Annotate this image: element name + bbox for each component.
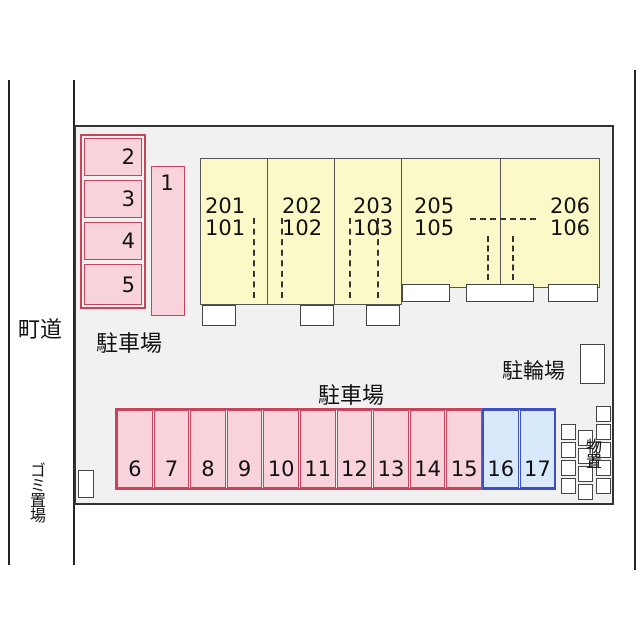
storage-unit [561,478,576,494]
storage-unit [561,424,576,440]
unit-number-upper: 203 [353,194,394,218]
parking-space: 17 [519,410,556,488]
parking-space: 13 [373,410,409,488]
interior-partition [377,218,379,298]
interior-partition [512,236,514,280]
parking-space: 15 [446,410,482,488]
storage-unit [578,466,593,482]
unit-number-upper: 206 [549,194,591,218]
parking-space: 12 [336,410,373,488]
bicycle-parking-label: 駐輪場 [502,359,565,383]
parking-space-1: 1 [151,166,185,316]
storage-label: 物置 [583,438,602,468]
parking-space-1-label: 1 [160,171,174,195]
storage-unit [596,460,611,476]
parking-space: 10 [263,410,299,488]
interior-partition [253,218,255,298]
road-edge-left [8,80,10,565]
parking-space: 2 [84,138,142,176]
storage-unit [596,442,611,458]
parking-space: 14 [409,410,446,488]
parking-space: 3 [84,180,142,218]
garbage-area [78,470,94,498]
balcony [202,305,236,326]
parking-space: 8 [190,410,226,488]
interior-partition [487,236,489,280]
parking-label-lower: 駐車場 [318,384,385,409]
building-unit: 202 102 [267,158,335,305]
storage-unit [578,448,593,464]
interior-partition [349,218,351,298]
balcony [402,284,450,302]
parking-space: 7 [153,410,190,488]
storage-unit [578,484,593,500]
balcony [366,305,400,326]
storage-unit [578,430,593,446]
parking-space: 4 [84,222,142,260]
building-unit: 203 103 [334,158,402,305]
storage-unit [561,460,576,476]
unit-number-lower: 105 [414,216,455,240]
parking-space: 11 [300,410,336,488]
unit-number-upper: 201 [205,194,246,218]
garbage-label: ゴミ置場 [27,462,46,522]
parking-space: 6 [117,410,153,488]
storage-unit [596,478,611,494]
storage-unit [596,424,611,440]
frame-edge-right [634,70,636,570]
interior-partition [281,218,283,298]
storage-unit [596,406,611,422]
building-unit: 206 106 [500,158,600,288]
road-label: 町道 [18,318,63,343]
bottom-parking-row-blue [482,408,556,490]
balcony [548,284,598,302]
unit-number-lower: 101 [205,216,246,240]
interior-partition [470,218,536,220]
unit-number-upper: 205 [414,194,455,218]
balcony [300,305,334,326]
parking-space: 9 [226,410,263,488]
building-unit: 205 105 [401,158,501,288]
parking-space: 16 [483,410,519,488]
building-unit: 201 101 [200,158,268,305]
left-parking-group: 2 3 4 5 [80,134,146,309]
storage-unit [561,442,576,458]
balcony [466,284,534,302]
unit-number-lower: 106 [549,216,591,240]
parking-space: 5 [84,264,142,305]
unit-number-upper: 202 [282,194,323,218]
unit-number-lower: 103 [353,216,394,240]
unit-number-lower: 102 [282,216,323,240]
bicycle-parking-area [580,344,605,384]
parking-label-upper: 駐車場 [96,332,163,357]
